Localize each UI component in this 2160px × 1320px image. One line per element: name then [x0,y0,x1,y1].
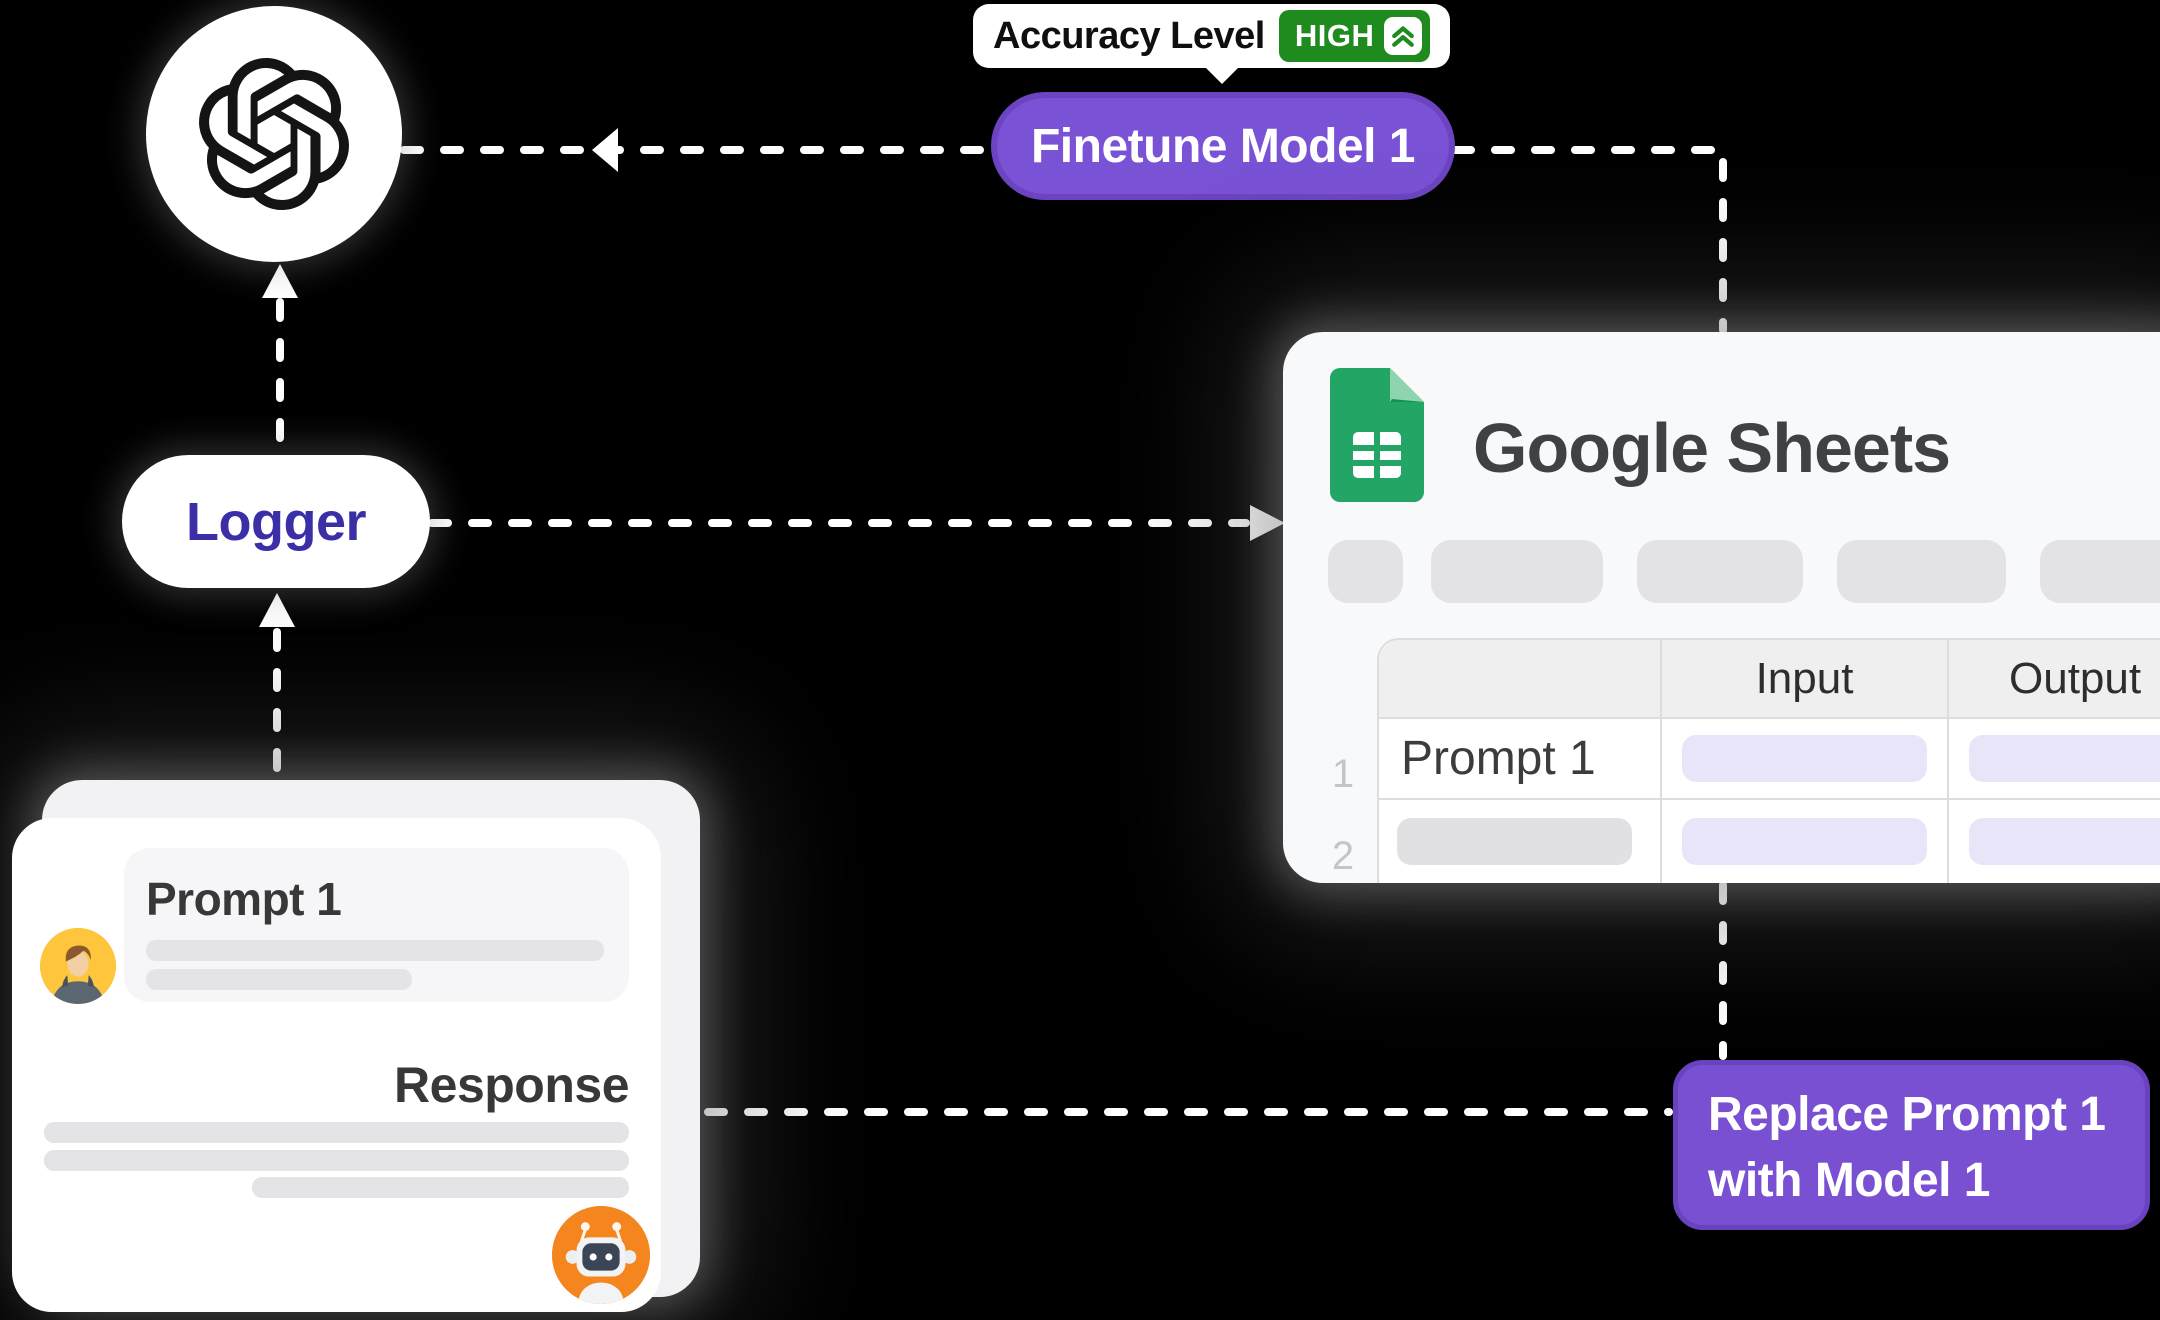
table-cell-output-1 [1949,719,2160,800]
accuracy-tooltip: Accuracy Level HIGH [973,4,1451,84]
placeholder-bar [1682,735,1927,782]
placeholder-bar [252,1177,629,1198]
replace-prompt-pill[interactable]: Replace Prompt 1 with Model 1 [1673,1060,2150,1230]
sheets-toolbar-pill[interactable] [1431,540,1603,603]
logger-label: Logger [186,491,367,552]
line-finetune-to-sheets [1451,146,1727,334]
accuracy-high-badge[interactable]: HIGH [1278,10,1431,62]
finetune-model-label: Finetune Model 1 [1030,119,1416,173]
table-cell-input-2 [1662,800,1949,883]
placeholder-bar [146,940,604,961]
table-header-input: Input [1662,640,1949,719]
user-avatar [40,928,116,1004]
high-badge-label: HIGH [1294,18,1375,53]
placeholder-bar [44,1150,629,1171]
finetune-model-pill[interactable]: Finetune Model 1 [991,92,1455,200]
table-cell-input-1 [1662,719,1949,800]
arrowhead-up-icon [259,593,295,627]
table-cell-output-2 [1949,800,2160,883]
table-header-blank [1379,640,1662,719]
response-title: Response [394,1057,629,1113]
placeholder-bar [1969,735,2160,782]
logger-pill[interactable]: Logger [122,455,430,588]
arrowhead-left-icon [592,128,618,172]
placeholder-bar [1397,818,1632,865]
openai-logo-icon [199,58,349,210]
google-sheets-card: Google Sheets 1 2 Input Output Prompt 1 [1283,332,2160,883]
placeholder-bar [44,1122,629,1143]
chat-card: Prompt 1 Response [12,818,661,1312]
prompt-title: Prompt 1 [146,873,342,925]
arrowhead-up-icon [262,264,298,298]
prompt-bubble: Prompt 1 [124,848,629,1002]
accuracy-label: Accuracy Level [993,14,1265,57]
placeholder-bar [1682,818,1927,865]
table-header-output: Output [1949,640,2160,719]
chevrons-up-icon [1384,17,1423,55]
replace-line1: Replace Prompt 1 [1708,1088,2106,1141]
replace-line2: with Model 1 [1708,1154,1991,1207]
sheets-card-title: Google Sheets [1473,409,1951,487]
arrowhead-right-icon [1250,505,1285,541]
openai-node[interactable] [146,6,402,262]
sheets-toolbar-pill[interactable] [1328,540,1403,603]
table-cell-prompt1: Prompt 1 [1379,719,1662,800]
sheets-table: Input Output Prompt 1 [1377,638,2160,883]
placeholder-bar [1969,818,2160,865]
table-cell-name-2 [1379,800,1662,883]
row-number: 1 [1331,752,1355,796]
placeholder-bar [146,969,412,990]
robot-icon [552,1206,650,1304]
sheets-toolbar-pill[interactable] [2040,540,2160,603]
sheets-toolbar-pill[interactable] [1837,540,2006,603]
row-number: 2 [1331,834,1355,878]
google-sheets-icon [1330,368,1424,502]
sheets-toolbar-pill[interactable] [1637,540,1803,603]
